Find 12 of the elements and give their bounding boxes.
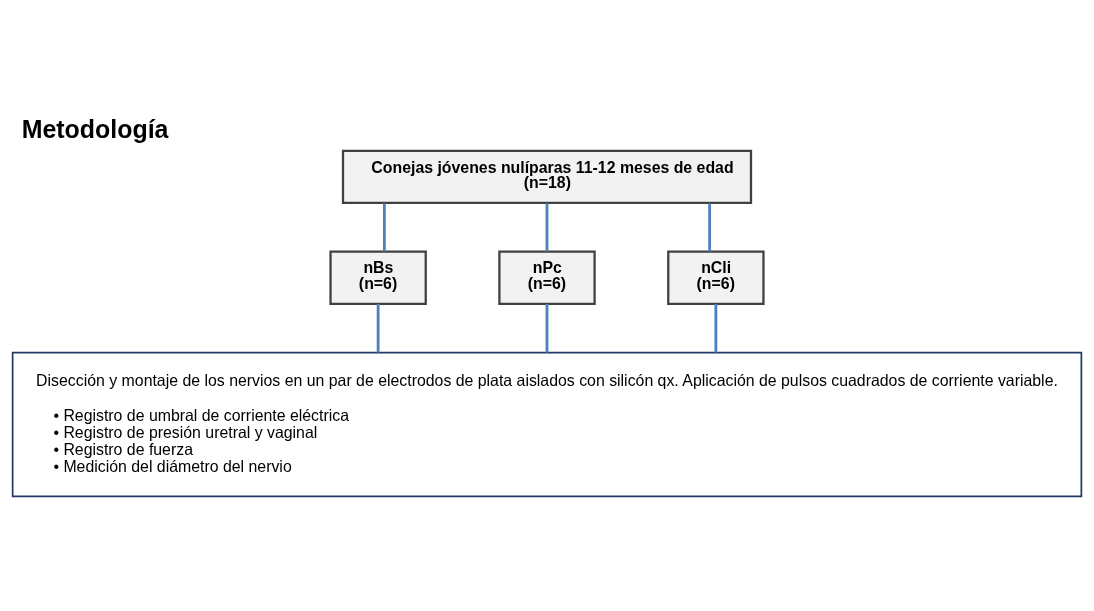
connector (376, 303, 380, 353)
connector (382, 203, 386, 252)
diagram-title: Metodología (21, 114, 169, 143)
node-box: Disección y montaje de los nervios en un par de electrodos de plata aislados con silicón qx. Aplicación de pulsos cuadrados de corriente variable. • Registro de umbral de corriente eléctrica • Registro de presión uretral y vaginal • Registro de fuerza • Medición del diámetro del nervio (11, 351, 1083, 498)
connector (545, 303, 549, 353)
node-box: nBs (n=6) (329, 250, 427, 305)
connector (545, 203, 549, 252)
node-box: nPc (n=6) (498, 250, 596, 305)
connector (714, 303, 718, 353)
node-box: nCli (n=6) (667, 250, 765, 305)
connector (708, 203, 712, 252)
node-box: Conejas jóvenes nulíparas 11-12 meses de edad (n=18) (341, 149, 753, 205)
